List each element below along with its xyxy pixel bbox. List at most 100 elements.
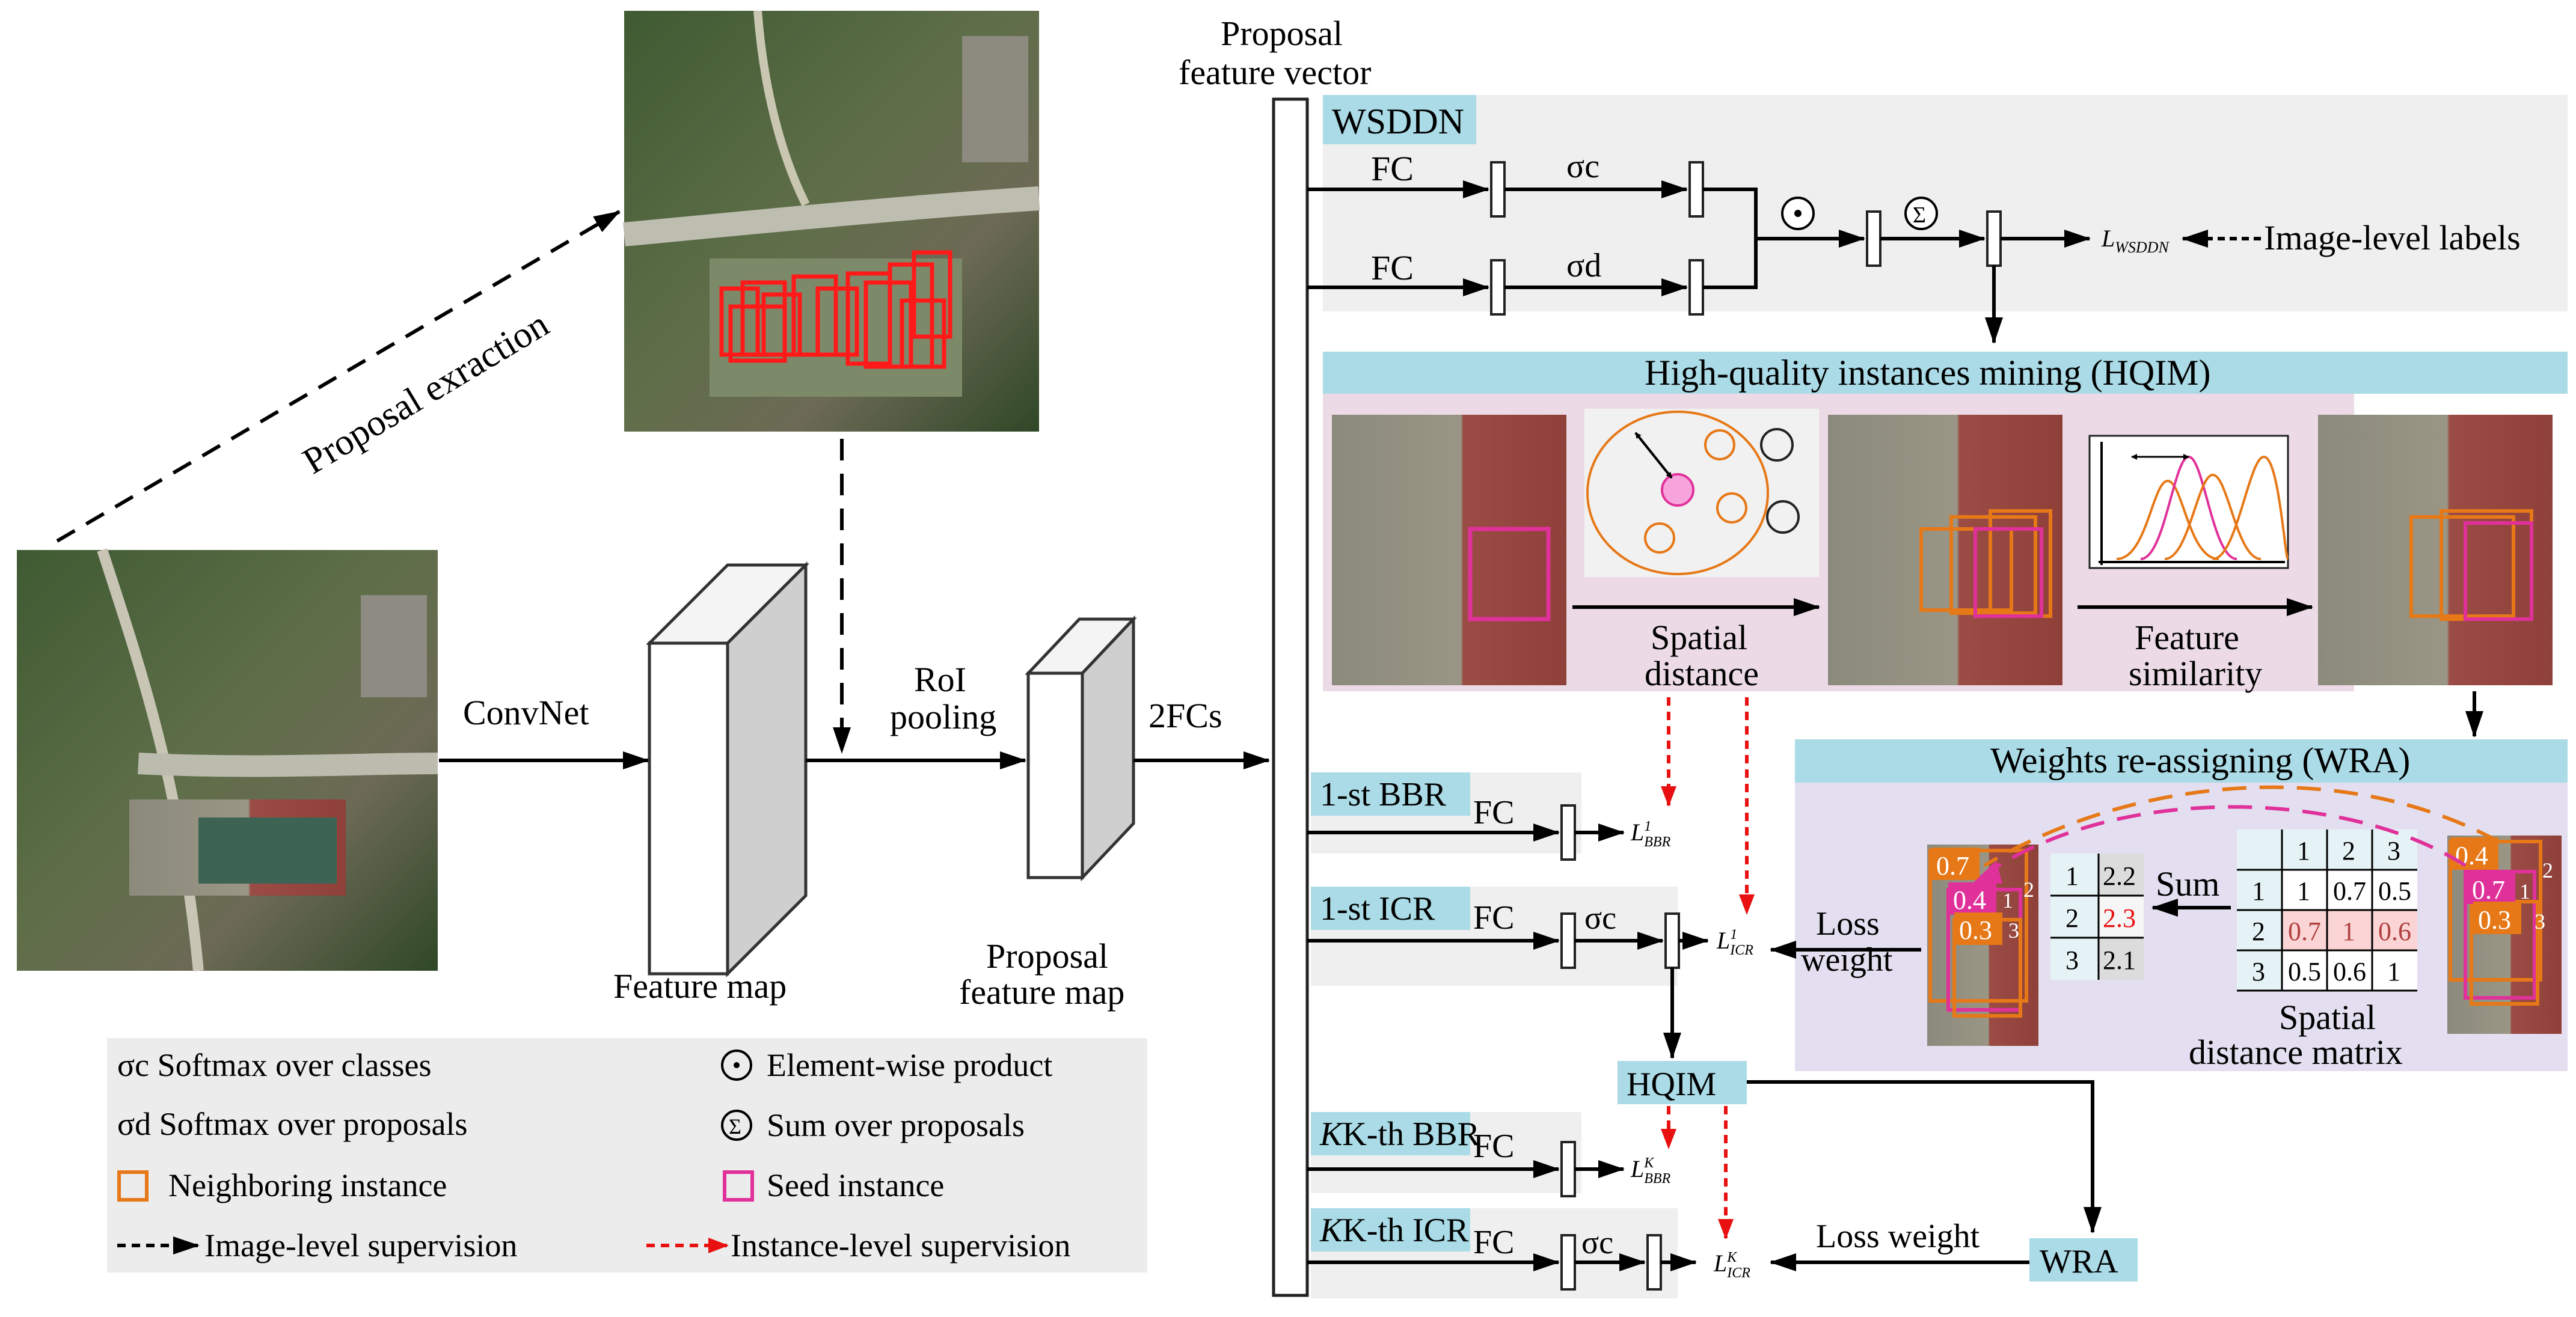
wsddn-sigma-c: σc	[1566, 148, 1599, 185]
proposal-feature-vector	[1272, 97, 1309, 1297]
wra-right-id-1: 1	[2519, 879, 2530, 903]
legend-sum: Sum over proposals	[767, 1107, 1025, 1143]
legend-sigma-d: σd Softmax over proposals	[117, 1106, 468, 1142]
wsddn-title: WSDDN	[1332, 102, 1464, 141]
wra-left-score-2: 0.4	[1953, 885, 1986, 915]
legend-seed: Seed instance	[767, 1167, 944, 1203]
matrix-label-2: distance matrix	[2189, 1033, 2403, 1072]
spatial-label-1: Spatial	[1651, 618, 1747, 657]
svg-text:0.6: 0.6	[2378, 917, 2411, 946]
legend-sum-icon	[721, 1110, 752, 1141]
loss-weight-2: weight	[1801, 941, 1893, 979]
bbrk-fc: FC	[1473, 1128, 1515, 1165]
icrk-fc: FC	[1473, 1224, 1515, 1261]
sum-id-2: 2	[2065, 903, 2079, 933]
proposal-extraction-arrow	[56, 210, 621, 543]
aerial-image-left	[17, 548, 438, 971]
feature-map-block	[645, 561, 810, 978]
matrix-label-1: Spatial	[2279, 998, 2376, 1037]
proposal-feature-map-label-1: Proposal	[986, 937, 1108, 976]
legend: σc Softmax over classes σd Softmax over …	[107, 1038, 1147, 1273]
bbr1-fc: FC	[1473, 794, 1515, 831]
legend-instance-sup: Instance-level supervision	[731, 1227, 1070, 1264]
icrk-sigma: σc	[1581, 1224, 1613, 1260]
sum-label: Sum	[2156, 864, 2219, 903]
feature-label-2: similarity	[2129, 654, 2262, 693]
loss-weight-1: Loss	[1816, 905, 1880, 943]
svg-text:1: 1	[2342, 917, 2355, 946]
wsddn-fc1: FC	[1371, 149, 1414, 188]
proposal-feature-vector-label-1: Proposal	[1221, 14, 1343, 53]
roi-label-2: pooling	[890, 697, 996, 736]
wra-panel: Weights re-assigning (WRA) 0.7 0.4 0.3 1…	[1795, 739, 2568, 1072]
wra-box	[2029, 1238, 2138, 1282]
sum-id-3: 3	[2065, 946, 2079, 975]
hqim-title: High-quality instances mining (HQIM)	[1645, 353, 2211, 393]
wra-right-score-1: 0.4	[2455, 841, 2488, 870]
wra-left-id-1: 1	[2002, 888, 2013, 912]
sum-icon	[1904, 197, 1938, 230]
svg-text:0.5: 0.5	[2288, 957, 2321, 986]
sum-id-1: 1	[2065, 861, 2079, 891]
wra-box-label: WRA	[2040, 1243, 2118, 1280]
legend-product-icon	[721, 1050, 752, 1081]
svg-text:2: 2	[2252, 917, 2265, 946]
spatial-distance-matrix: 1 2 3 1 1 0.7 0.5 2 0.7 1 0.6 3 0.5 0.6 …	[2237, 830, 2417, 992]
wra-left-score-3: 0.3	[1959, 915, 1992, 945]
legend-product: Element-wise product	[767, 1047, 1052, 1083]
aerial-image-top	[623, 10, 1040, 432]
wsddn-panel: WSDDN FC FC σc σd Σ LWSDDN Image-level l…	[1307, 95, 2568, 316]
loss-weight-k: Loss weight	[1816, 1218, 1980, 1255]
svg-text:1: 1	[2297, 876, 2310, 906]
wsddn-sigma-d: σd	[1566, 247, 1601, 284]
svg-text:0.7: 0.7	[2333, 876, 2366, 906]
proposal-feature-map-label-2: feature map	[959, 973, 1124, 1012]
svg-text:3: 3	[2252, 957, 2265, 986]
svg-text:Σ: Σ	[729, 1114, 741, 1138]
2fcs-label: 2FCs	[1148, 696, 1222, 735]
svg-text:0.7: 0.7	[2288, 917, 2321, 946]
convnet-label: ConvNet	[463, 693, 589, 732]
legend-sigma-c: σc Softmax over classes	[117, 1047, 431, 1083]
sum-table: 1 2.2 2 2.3 3 2.1	[2050, 854, 2144, 980]
svg-text:0.5: 0.5	[2378, 876, 2411, 906]
feature-map-label: Feature map	[613, 967, 787, 1006]
wra-left-id-2: 2	[2023, 878, 2034, 902]
bbrk-title: KK-th BBR	[1319, 1116, 1480, 1153]
svg-text:0.6: 0.6	[2333, 957, 2366, 986]
sum-val-2: 2.3	[2103, 903, 2136, 933]
wra-left-score-1: 0.7	[1936, 851, 1969, 881]
wra-right-score-2: 0.7	[2472, 875, 2505, 905]
hqim-panel: High-quality instances mining (HQIM) Spa…	[1323, 352, 2568, 693]
hqim-box	[1618, 1061, 1747, 1104]
icrk-title: KK-th ICR	[1319, 1212, 1469, 1249]
wra-right-id-3: 3	[2535, 909, 2545, 934]
svg-text:1: 1	[2252, 876, 2265, 906]
proposal-feature-map-block	[1025, 615, 1137, 882]
svg-text:3: 3	[2387, 836, 2400, 866]
hqim-box-label: HQIM	[1627, 1066, 1716, 1103]
feature-label-1: Feature	[2135, 618, 2239, 657]
legend-neighboring: Neighboring instance	[168, 1167, 447, 1203]
wsddn-fc2: FC	[1371, 248, 1414, 287]
svg-text:2: 2	[2342, 836, 2355, 866]
spatial-label-2: distance	[1645, 654, 1759, 693]
proposal-boxes	[719, 250, 952, 369]
icr1-sigma: σc	[1584, 900, 1616, 936]
svg-text:Σ: Σ	[1913, 203, 1926, 228]
proposal-feature-vector-label-2: feature vector	[1179, 53, 1371, 92]
bbr1-title: 1-st BBR	[1320, 776, 1447, 813]
image-level-labels: Image-level labels	[2264, 218, 2521, 257]
icr1-title: 1-st ICR	[1320, 890, 1435, 927]
legend-seed-icon	[723, 1170, 754, 1202]
svg-text:1: 1	[2297, 836, 2310, 866]
